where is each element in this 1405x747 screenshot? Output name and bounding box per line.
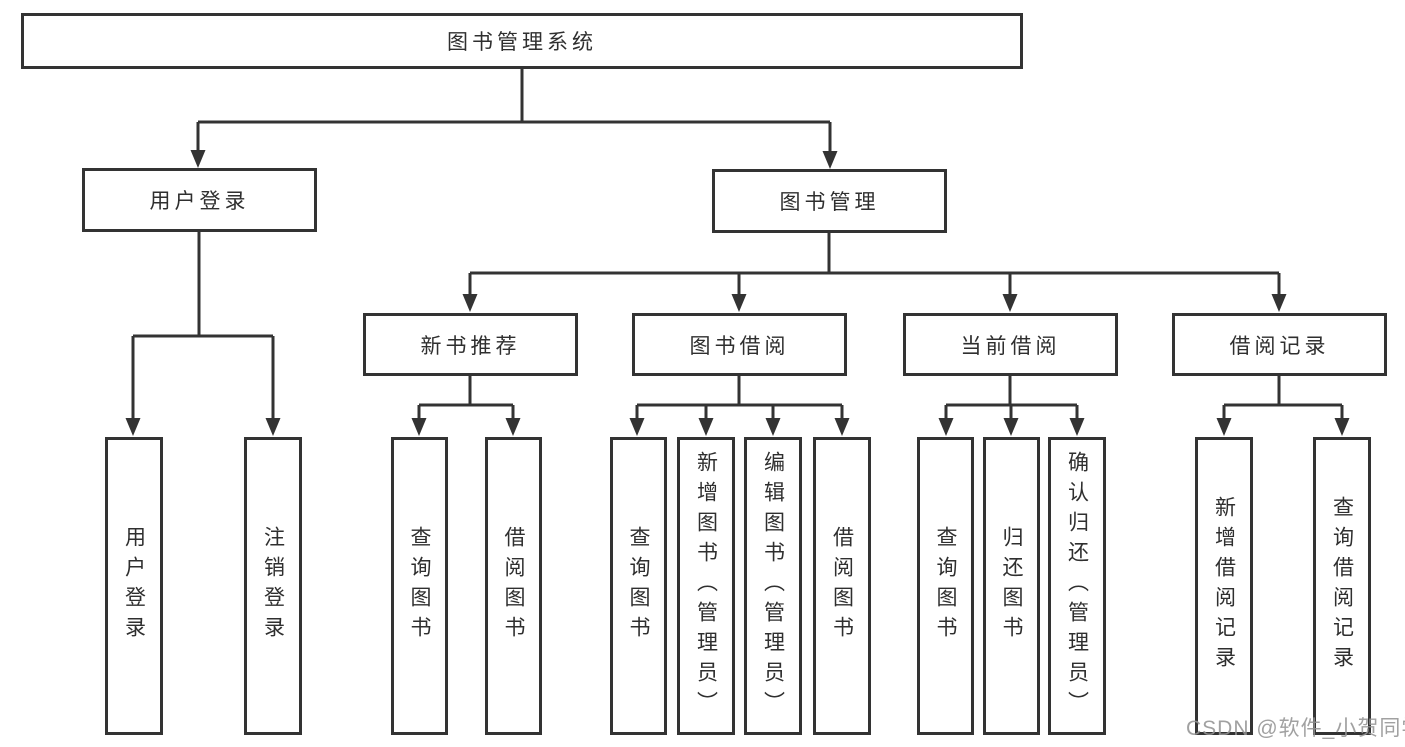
leaf-borrow-edit-books-admin: 编辑图书（管理员） — [744, 437, 802, 735]
arrow-down-icon — [1216, 418, 1232, 436]
node-new-book-recommendation: 新书推荐 — [363, 313, 578, 376]
connector-lines — [131, 69, 1344, 419]
node-label: 借阅图书 — [502, 526, 525, 646]
arrow-down-icon — [822, 151, 838, 169]
node-user-login: 用户登录 — [82, 168, 317, 232]
arrow-down-icon — [938, 418, 954, 436]
node-library-management-system: 图书管理系统 — [21, 13, 1023, 69]
leaf-borrow-query-books: 查询图书 — [610, 437, 667, 735]
arrow-down-icon — [505, 418, 521, 436]
leaf-recommend-borrow-books: 借阅图书 — [485, 437, 542, 735]
node-label: 归还图书 — [1000, 526, 1023, 646]
node-label: 图书管理 — [779, 191, 880, 214]
arrow-down-icon — [1002, 294, 1018, 312]
arrow-down-icon — [411, 418, 427, 436]
node-label: 当前借阅 — [960, 334, 1061, 358]
node-label: 图书管理系统 — [447, 31, 597, 54]
leaf-current-return-books: 归还图书 — [983, 437, 1040, 735]
arrow-down-icon — [1334, 418, 1350, 436]
node-book-borrowing: 图书借阅 — [632, 313, 847, 376]
node-label: 用户登录 — [149, 190, 250, 213]
node-label: 确认归还（管理员） — [1065, 451, 1089, 721]
leaf-user-login: 用户登录 — [105, 437, 163, 735]
node-label: 查询图书 — [934, 526, 957, 646]
arrow-down-icon — [1271, 294, 1287, 312]
arrow-down-icon — [731, 294, 747, 312]
leaf-logout-login: 注销登录 — [244, 437, 302, 735]
node-label: 新增借阅记录 — [1212, 496, 1236, 676]
node-label: 注销登录 — [261, 526, 285, 646]
node-label: 查询借阅记录 — [1330, 496, 1354, 676]
node-label: 查询图书 — [408, 526, 431, 646]
leaf-current-confirm-return-admin: 确认归还（管理员） — [1048, 437, 1106, 735]
arrow-down-icon — [125, 418, 141, 436]
node-label: 借阅图书 — [830, 526, 854, 646]
leaf-recommend-query-books: 查询图书 — [391, 437, 448, 735]
node-borrowing-records: 借阅记录 — [1172, 313, 1387, 376]
node-current-borrowing: 当前借阅 — [903, 313, 1118, 376]
arrow-down-icon — [265, 418, 281, 436]
arrow-down-icon — [1069, 418, 1085, 436]
node-label: 新书推荐 — [420, 334, 521, 358]
node-label: 编辑图书（管理员） — [761, 451, 785, 721]
arrow-down-icon — [834, 418, 850, 436]
node-label: 新增图书（管理员） — [694, 451, 718, 721]
csdn-watermark: CSDN @软件_小贺同学 — [1186, 717, 1405, 740]
arrow-down-icon — [190, 150, 206, 168]
leaf-borrow-add-books-admin: 新增图书（管理员） — [677, 437, 735, 735]
leaf-records-add-record: 新增借阅记录 — [1195, 437, 1253, 735]
arrow-down-icon — [1003, 418, 1019, 436]
arrow-down-icon — [462, 294, 478, 312]
node-book-management: 图书管理 — [712, 169, 947, 233]
leaf-borrow-borrow-books: 借阅图书 — [813, 437, 871, 735]
node-label: 用户登录 — [122, 526, 146, 646]
node-label: 查询图书 — [627, 526, 650, 646]
arrow-down-icon — [765, 418, 781, 436]
leaf-current-query-books: 查询图书 — [917, 437, 974, 735]
node-label: 借阅记录 — [1229, 334, 1330, 358]
arrowheads — [125, 150, 1350, 436]
arrow-down-icon — [629, 418, 645, 436]
node-label: 图书借阅 — [689, 334, 790, 358]
arrow-down-icon — [698, 418, 714, 436]
leaf-records-query-record: 查询借阅记录 — [1313, 437, 1371, 735]
